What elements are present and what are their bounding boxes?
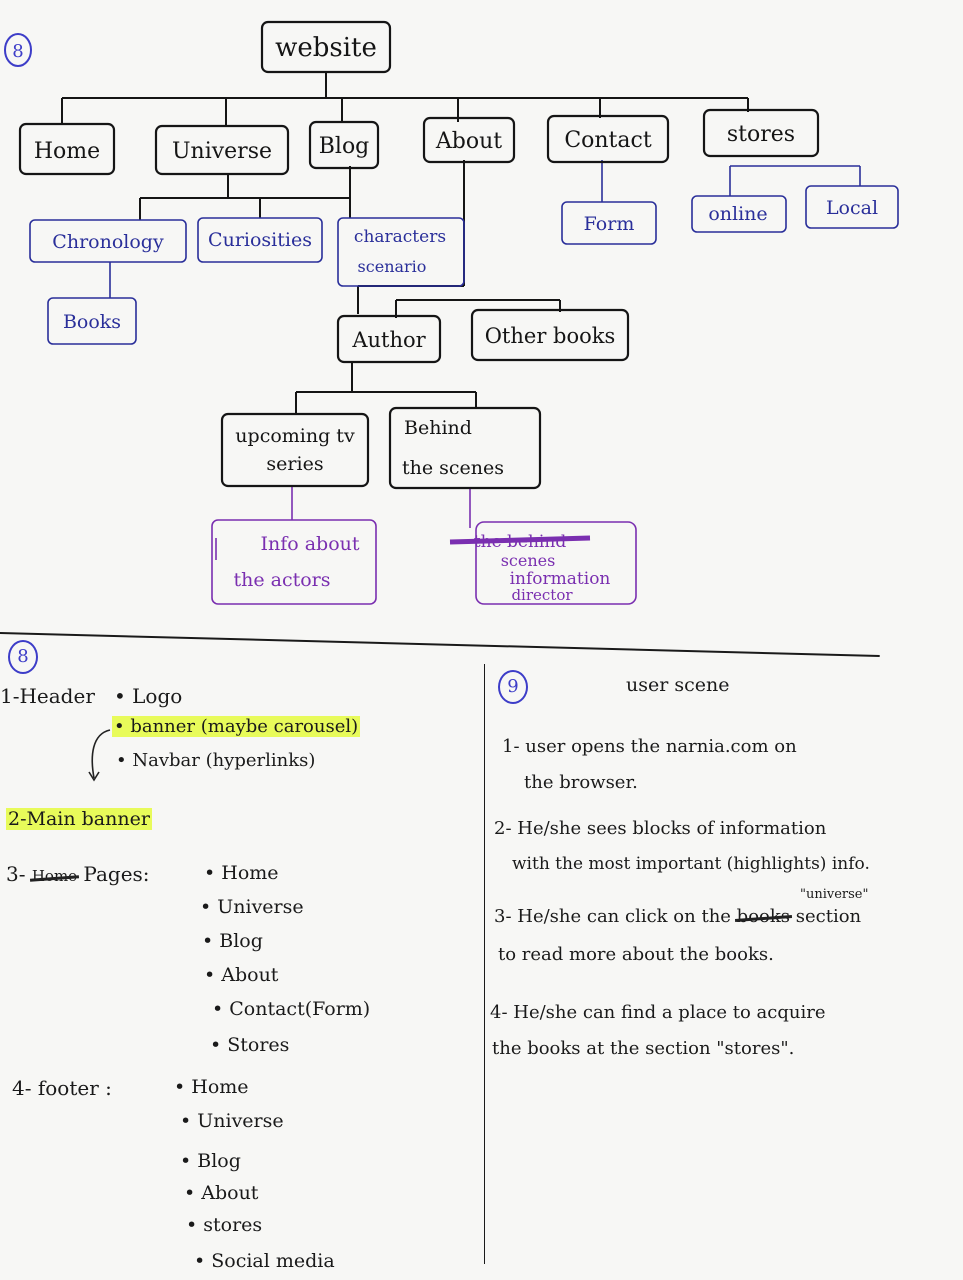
- step1-line2: the browser.: [524, 772, 638, 793]
- label-other-books: Other books: [485, 324, 616, 348]
- label-info-about: Info about: [260, 533, 359, 555]
- box-behind-the-scenes: [388, 406, 542, 490]
- step3-line1-b: section: [795, 906, 862, 927]
- section-9-number: 9: [507, 676, 519, 697]
- label-characters: characters: [354, 227, 446, 247]
- box-website: [260, 20, 392, 74]
- footer-item-blog: • Blog: [180, 1150, 241, 1172]
- step4-line1: 4- He/she can find a place to acquire: [490, 1002, 826, 1023]
- box-about: [422, 116, 516, 164]
- label-books: Books: [63, 311, 121, 333]
- box-form: [561, 201, 657, 245]
- main-banner: 2-Main banner: [6, 808, 152, 830]
- pages-prefix: 3-: [6, 862, 26, 886]
- label-universe: Universe: [172, 139, 272, 164]
- pages-item-stores: • Stores: [210, 1034, 290, 1056]
- vertical-divider: [484, 664, 485, 1264]
- box-info-about-actors: [211, 519, 377, 605]
- box-stores: [702, 108, 820, 158]
- scenes-strikethrough: [449, 535, 591, 545]
- label-online: online: [708, 203, 767, 225]
- section-8b-circle: 8: [8, 640, 38, 674]
- box-characters-scenario: [337, 217, 465, 287]
- black-boxes: [18, 20, 820, 490]
- header-item-logo: • Logo: [114, 684, 183, 708]
- footer-item-universe: • Universe: [180, 1110, 284, 1132]
- label-about: About: [435, 129, 502, 154]
- label-local: Local: [826, 197, 878, 219]
- blue-connectors: [109, 160, 861, 298]
- label-director: director: [511, 586, 573, 604]
- box-universe: [154, 124, 290, 176]
- box-blog: [308, 120, 380, 170]
- pages-item-blog: • Blog: [202, 930, 263, 952]
- step4-line2: the books at the section "stores".: [492, 1038, 795, 1059]
- pages-label: Pages:: [83, 862, 150, 886]
- box-local: [805, 185, 899, 229]
- label-information: information: [510, 569, 611, 589]
- pages-struck-word: Home: [31, 867, 78, 885]
- curved-arrow-icon: [88, 729, 111, 782]
- label-upcoming-line1: upcoming tv: [235, 425, 355, 447]
- pages-item-about: • About: [204, 964, 279, 986]
- box-upcoming-tv-series: [220, 412, 370, 488]
- label-behind-line2: the scenes: [402, 457, 504, 479]
- box-contact: [546, 114, 670, 164]
- step2-line1: 2- He/she sees blocks of information: [494, 818, 827, 839]
- label-home: Home: [34, 139, 100, 164]
- label-stores: stores: [727, 122, 795, 147]
- box-other-books: [470, 308, 630, 362]
- label-author: Author: [351, 328, 426, 352]
- section-9-circle: 9: [498, 670, 528, 704]
- label-upcoming-line2: series: [266, 453, 323, 475]
- footer-label: 4- footer :: [12, 1076, 112, 1100]
- label-blog: Blog: [319, 134, 370, 159]
- footer-item-social-media: • Social media: [194, 1250, 335, 1272]
- step1-line1: 1- user opens the narnia.com on: [502, 736, 797, 757]
- section-8-circle: [4, 33, 32, 67]
- label-chronology: Chronology: [52, 231, 164, 253]
- section-8b-number: 8: [17, 646, 29, 667]
- box-books: [47, 297, 137, 345]
- purple-boxes: [211, 519, 637, 605]
- box-home: [18, 122, 116, 176]
- purple-connectors: [215, 486, 471, 560]
- box-online: [691, 195, 787, 233]
- footer-item-home: • Home: [174, 1076, 249, 1098]
- label-the-actors: the actors: [233, 569, 330, 591]
- box-chronology: [29, 219, 187, 263]
- step2-line2: with the most important (highlights) inf…: [512, 854, 870, 874]
- header-item-navbar: • Navbar (hyperlinks): [116, 750, 316, 771]
- label-website: website: [275, 33, 377, 63]
- label-scenario: scenario: [358, 257, 427, 276]
- pages-item-universe: • Universe: [200, 896, 304, 918]
- step3-line2: to read more about the books.: [498, 944, 774, 965]
- step3-note: "universe": [800, 887, 869, 902]
- label-contact: Contact: [564, 128, 652, 153]
- box-curiosities: [197, 217, 323, 263]
- black-connectors: [61, 72, 749, 414]
- sitemap-diagram: 8: [4, 20, 899, 605]
- step3-struck-word: books: [736, 906, 791, 927]
- box-author: [336, 314, 442, 364]
- label-form: Form: [584, 213, 635, 235]
- pages-item-contact: • Contact(Form): [212, 998, 371, 1020]
- label-behind-line1: Behind: [404, 417, 472, 439]
- pages-item-home: • Home: [204, 862, 279, 884]
- footer-item-stores: • stores: [186, 1214, 263, 1236]
- label-scenes: scenes: [501, 551, 556, 570]
- footer-item-about: • About: [184, 1182, 259, 1204]
- header-label: 1-Header: [0, 684, 95, 708]
- section-8-number: 8: [12, 41, 23, 62]
- step3-line1-a: 3- He/she can click on the: [494, 906, 731, 927]
- header-item-banner: • banner (maybe carousel): [112, 716, 361, 737]
- label-curiosities: Curiosities: [208, 229, 312, 251]
- user-scene-title: user scene: [626, 674, 730, 696]
- box-scenes-information-director: [475, 521, 637, 605]
- blue-boxes: [29, 185, 899, 345]
